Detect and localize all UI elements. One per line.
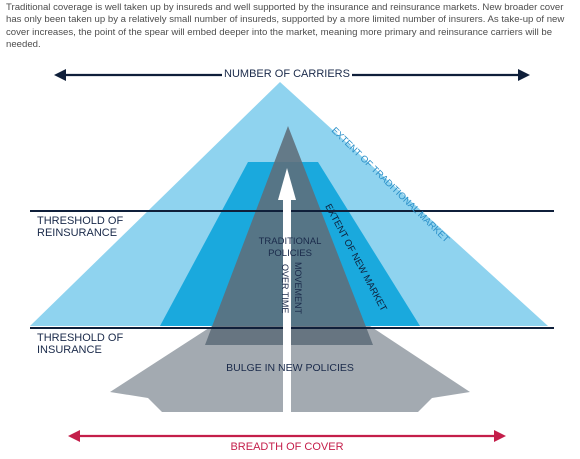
- threshold-insurance-label-2: INSURANCE: [37, 344, 102, 356]
- breadth-arrow-left-head: [68, 430, 80, 442]
- carriers-arrow-right-head: [518, 69, 530, 81]
- breadth-arrow-right-head: [494, 430, 506, 442]
- carriers-label: NUMBER OF CARRIERS: [224, 68, 350, 80]
- breadth-label: BREADTH OF COVER: [230, 441, 343, 453]
- bulge-label: BULGE IN NEW POLICIES: [226, 362, 354, 374]
- threshold-insurance-label-1: THRESHOLD OF: [37, 332, 123, 344]
- threshold-reinsurance-label-1: THRESHOLD OF: [37, 215, 123, 227]
- intro-text: Traditional coverage is well taken up by…: [6, 2, 565, 51]
- threshold-reinsurance-label-2: REINSURANCE: [37, 227, 117, 239]
- carriers-arrow-left-head: [54, 69, 66, 81]
- movement-arrow-shaft: [283, 198, 291, 418]
- traditional-policies-label-2: POLICIES: [268, 248, 312, 259]
- movement-arrow-head: [278, 168, 296, 200]
- movement-label-2: OVER TIME: [280, 264, 290, 313]
- traditional-policies-label-1: TRADITIONAL: [259, 236, 322, 247]
- movement-label-1: MOVEMENT: [293, 262, 303, 315]
